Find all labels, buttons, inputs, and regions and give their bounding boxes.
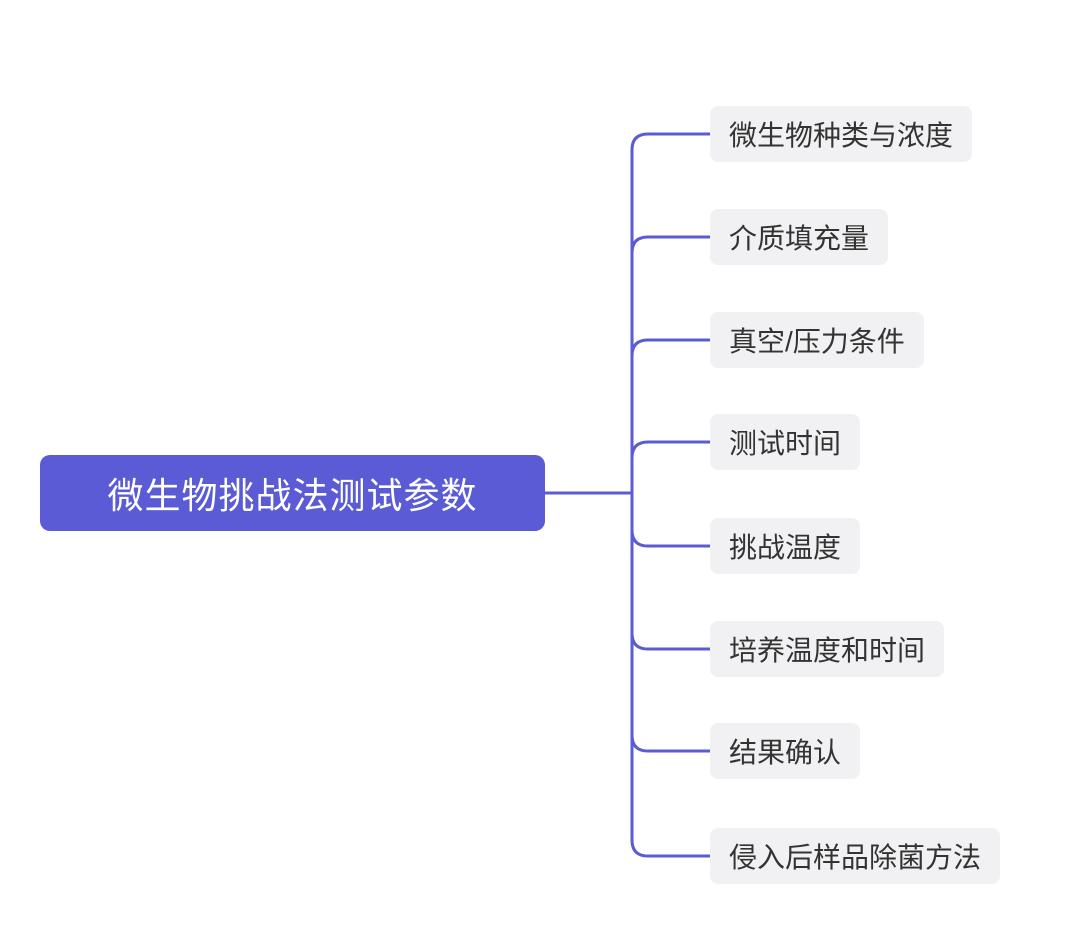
- child-node-test-time[interactable]: 测试时间: [710, 414, 861, 470]
- branch-line: [630, 491, 712, 753]
- root-node-label: 微生物挑战法测试参数: [107, 475, 478, 516]
- child-node-label: 测试时间: [729, 428, 842, 459]
- child-node-label: 挑战温度: [729, 532, 842, 563]
- child-node-label: 介质填充量: [729, 223, 870, 254]
- child-node-label: 真空/压力条件: [729, 326, 905, 357]
- child-node-result-confirm[interactable]: 结果确认: [710, 723, 861, 779]
- child-node-challenge-temp[interactable]: 挑战温度: [710, 518, 861, 574]
- child-node-microbe-type[interactable]: 微生物种类与浓度: [710, 106, 973, 162]
- child-node-label: 侵入后样品除菌方法: [729, 842, 982, 873]
- branch-line: [630, 338, 712, 495]
- root-node[interactable]: 微生物挑战法测试参数: [40, 455, 545, 531]
- branch-line: [630, 491, 712, 548]
- branch-line: [630, 491, 712, 651]
- branch-line: [630, 132, 712, 495]
- branch-line: [630, 235, 712, 495]
- child-node-label: 结果确认: [729, 737, 842, 768]
- child-node-label: 微生物种类与浓度: [729, 120, 954, 151]
- child-node-label: 培养温度和时间: [729, 635, 926, 666]
- branch-line: [630, 440, 712, 495]
- child-node-culture-temp-time[interactable]: 培养温度和时间: [710, 621, 945, 677]
- child-node-medium-fill[interactable]: 介质填充量: [710, 209, 889, 265]
- child-node-vacuum-pressure[interactable]: 真空/压力条件: [710, 312, 924, 368]
- branch-line: [630, 491, 712, 858]
- child-node-sterilization-method[interactable]: 侵入后样品除菌方法: [710, 828, 1001, 884]
